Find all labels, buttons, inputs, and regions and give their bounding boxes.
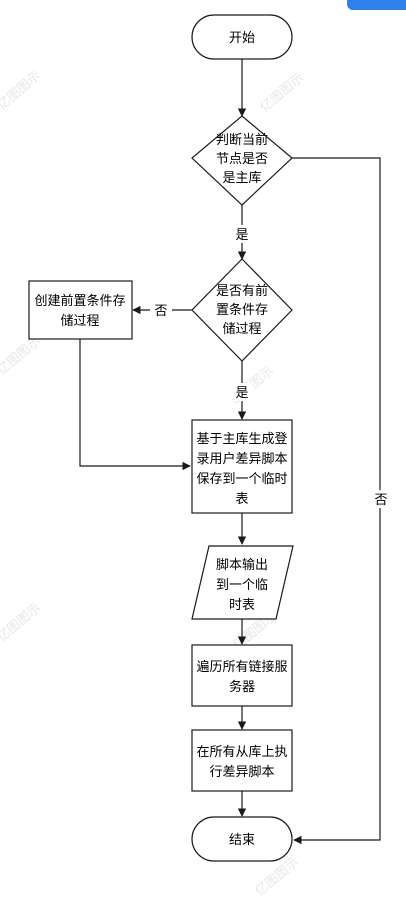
check-master-label-line: 是主库 xyxy=(222,170,261,186)
label-bg xyxy=(231,383,253,401)
output-script-data xyxy=(191,545,294,620)
gen-script-process xyxy=(191,419,293,514)
output-script-label-line: 时表 xyxy=(229,598,255,613)
output-script-label-line: 到一个临 xyxy=(216,578,268,593)
check-proc-label-line: 储过程 xyxy=(222,322,261,337)
check-master-label-line: 判断当前 xyxy=(216,132,268,148)
create-proc-process xyxy=(28,280,133,340)
end-terminal xyxy=(191,816,293,862)
label-bg xyxy=(231,225,253,243)
edge-check-master-no-to-end xyxy=(292,157,381,845)
create-proc-label-line: 储过程 xyxy=(60,314,99,329)
execute-label-line: 在所有从库上执 xyxy=(196,744,287,760)
edge-label-yes: 是 xyxy=(235,228,248,243)
check-proc-label-line: 是否有前 xyxy=(216,283,268,299)
check-proc-label-line: 置条件存 xyxy=(216,302,268,318)
execute-process xyxy=(191,729,293,792)
gen-script-label-line: 基于主库生成登 xyxy=(196,431,287,447)
edge-label-no: 否 xyxy=(374,493,387,508)
iterate-label-line: 遍历所有链接服 xyxy=(196,659,287,675)
start-label: 开始 xyxy=(229,31,255,46)
check-proc-decision xyxy=(191,258,293,362)
label-bg xyxy=(150,301,172,319)
label-bg xyxy=(371,490,391,508)
gen-script-label-line: 录用户差异脚本 xyxy=(196,451,287,467)
edge-label-no: 否 xyxy=(154,304,167,319)
gen-script-label-line: 保存到一个临时 xyxy=(196,472,287,487)
iterate-process xyxy=(191,644,293,707)
gen-script-label-line: 表 xyxy=(235,492,248,507)
end-label: 结束 xyxy=(229,833,255,848)
start-terminal xyxy=(191,14,293,60)
iterate-label-line: 务器 xyxy=(229,679,255,695)
check-master-label-line: 节点是否 xyxy=(216,152,268,167)
execute-label-line: 行差异脚本 xyxy=(209,764,274,780)
output-script-label-line: 脚本输出 xyxy=(216,557,268,573)
check-master-decision xyxy=(191,115,293,206)
corner-tab xyxy=(347,0,406,10)
edge-create-proc-to-gen-script xyxy=(79,339,191,471)
edge-label-yes: 是 xyxy=(235,386,248,401)
create-proc-label-line: 创建前置条件存 xyxy=(34,293,125,309)
